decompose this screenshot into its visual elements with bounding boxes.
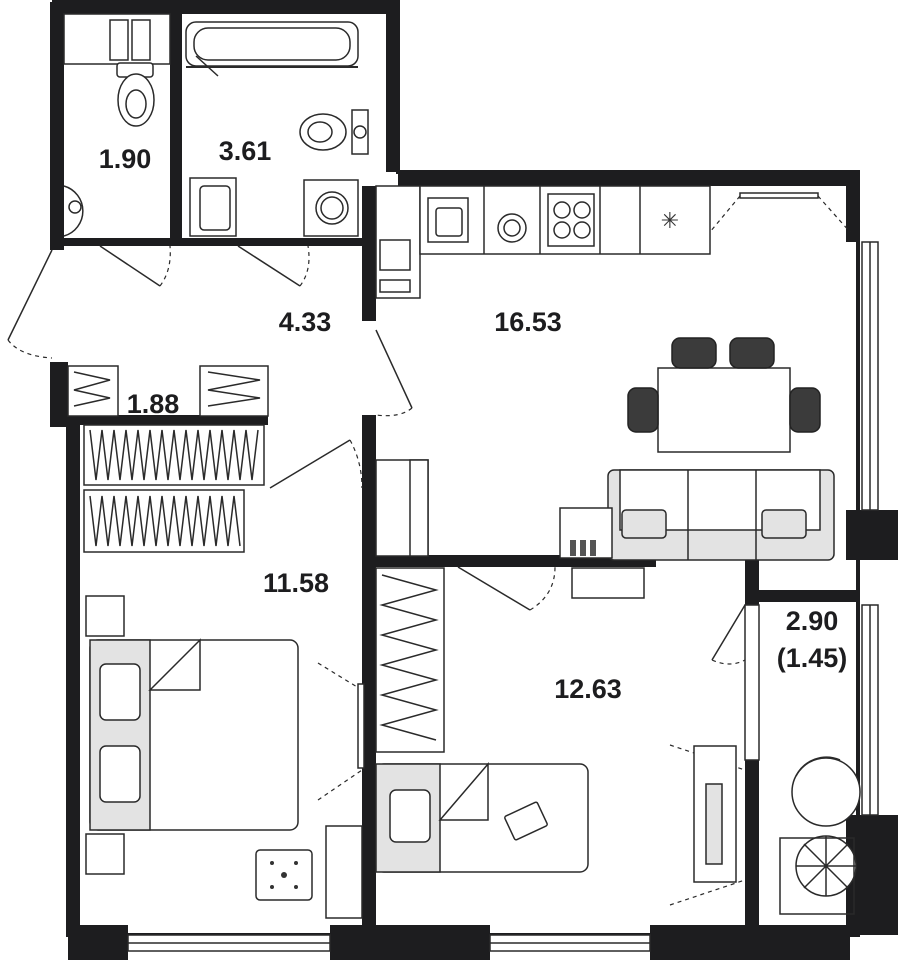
room-label-balcony-area: 2.90: [786, 606, 839, 636]
room-label-bathroom: 3.61: [219, 136, 272, 166]
room-label-wc: 1.90: [99, 144, 152, 174]
bedroom-furniture: [85, 595, 365, 919]
room-label-closet: 1.88: [127, 389, 180, 419]
room-furniture: [375, 459, 737, 883]
room-label-bedroom: 11.58: [263, 568, 329, 598]
room-label-balcony-reduced: (1.45): [777, 643, 848, 673]
wc-fixtures: [63, 13, 171, 237]
bath-fixtures: [185, 21, 369, 237]
windows: [127, 241, 879, 952]
svg-text:✳: ✳: [661, 209, 679, 234]
room-label-hallway: 4.33: [279, 307, 332, 337]
doors: [7, 192, 851, 906]
sofa: [559, 469, 835, 561]
balcony-furniture: [779, 756, 861, 915]
room-label-room: 12.63: [554, 674, 622, 704]
dining-table: [627, 337, 821, 453]
room-label-kitchen-living: 16.53: [494, 307, 562, 337]
room-labels: 1.90 3.61 4.33 16.53 1.88 11.58 12.63 2.…: [99, 136, 848, 704]
closet-wardrobes: [67, 365, 269, 553]
kitchen-fixtures: ✳: [375, 185, 711, 299]
